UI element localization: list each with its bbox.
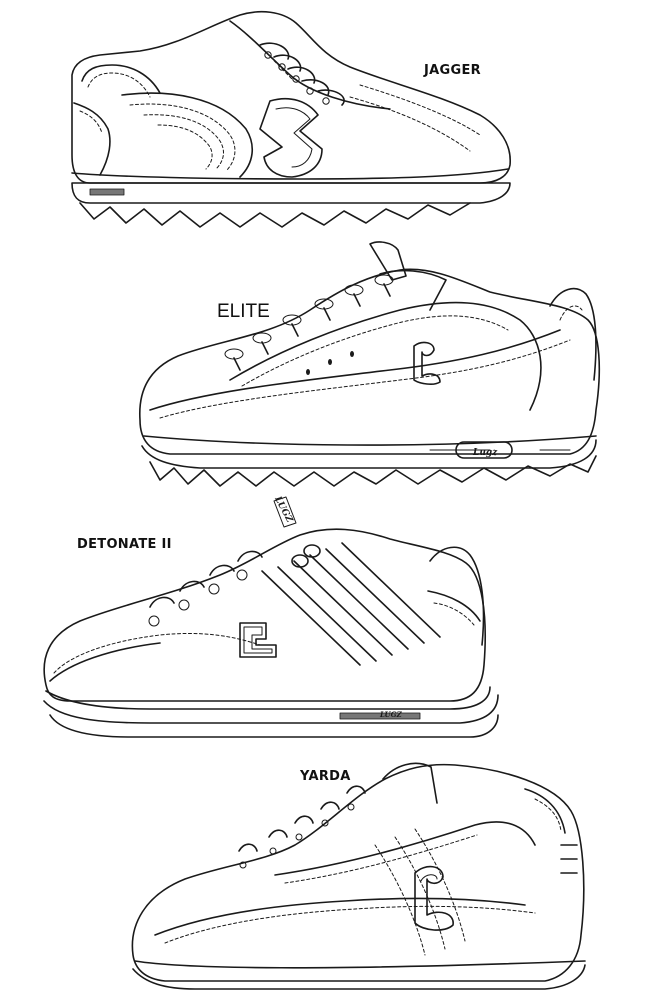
shoe-name-label: DETONATE II (77, 537, 172, 552)
shoe-name-label: YARDA (300, 769, 351, 784)
elite-shoe-illustration (139, 241, 601, 487)
heel-badge-text: Lugz (473, 448, 498, 458)
shoe-name-label: ELITE (217, 301, 270, 322)
sole-brand-text: LUGZ (380, 710, 402, 719)
yarda-shoe-illustration (131, 762, 586, 990)
shoe-name-label: JAGGER (424, 63, 481, 78)
detonate-ii-shoe-illustration (43, 496, 499, 738)
jagger-shoe-illustration (71, 10, 511, 228)
